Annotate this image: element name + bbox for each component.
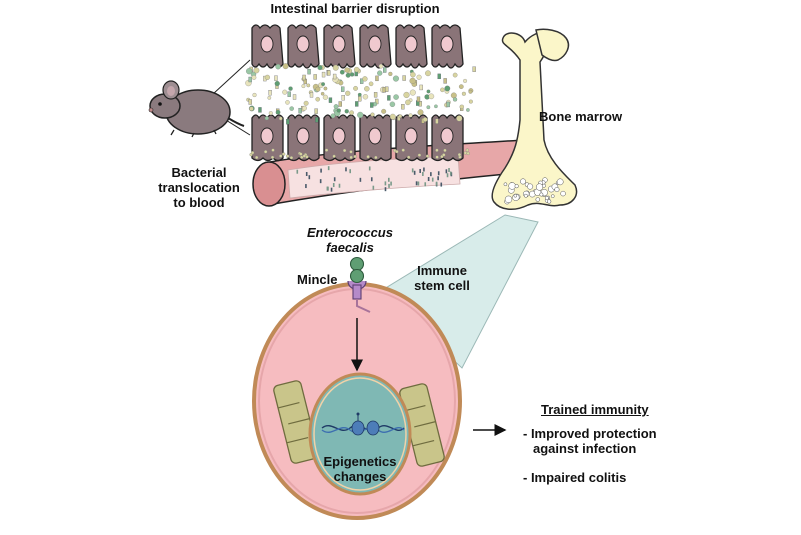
bacterium-label: Enterococcus faecalis [307, 225, 393, 255]
projection-cone [378, 214, 539, 369]
outcome-heading: Trained immunity [541, 402, 649, 417]
nucleus-label: Epigenetics changes [323, 454, 397, 484]
epithelial-cell [287, 24, 320, 69]
epithelial-cell [287, 114, 320, 162]
receptor-label: Mincle [297, 272, 338, 287]
outcome-item-1: - Improved protection against infection [523, 426, 657, 456]
immune-stem-cell-label: Immune stem cell [414, 263, 470, 293]
bacterial-translocation-label: Bacterial translocation to blood [158, 165, 240, 210]
epithelial-cell [251, 24, 284, 69]
epithelial-cell [431, 114, 464, 162]
epithelial-cell [395, 24, 428, 69]
mitochondrion-left [273, 380, 319, 464]
epithelial-cell [359, 114, 392, 162]
outcome-item-2: - Impaired colitis [523, 470, 627, 485]
epithelial-cell [251, 114, 284, 162]
mincle-receptor-icon [347, 280, 371, 313]
epithelial-cell [431, 24, 464, 69]
intestinal-epithelium [251, 24, 464, 162]
enterococcus-faecalis-icon [349, 256, 365, 284]
zoom-line-top [212, 59, 251, 95]
title-label: Intestinal barrier disruption [270, 1, 440, 16]
bone-marrow-label: Bone marrow [539, 109, 623, 124]
epithelial-cell [323, 114, 356, 162]
epithelial-cell [323, 24, 356, 69]
vessel-bacteria [296, 166, 453, 192]
dna-icon [321, 412, 405, 436]
bone-marrow-cells [503, 177, 566, 205]
bone [491, 28, 578, 210]
mouse-icon [148, 80, 245, 138]
epithelial-cell [359, 24, 392, 69]
lumen-bacteria [245, 63, 476, 160]
